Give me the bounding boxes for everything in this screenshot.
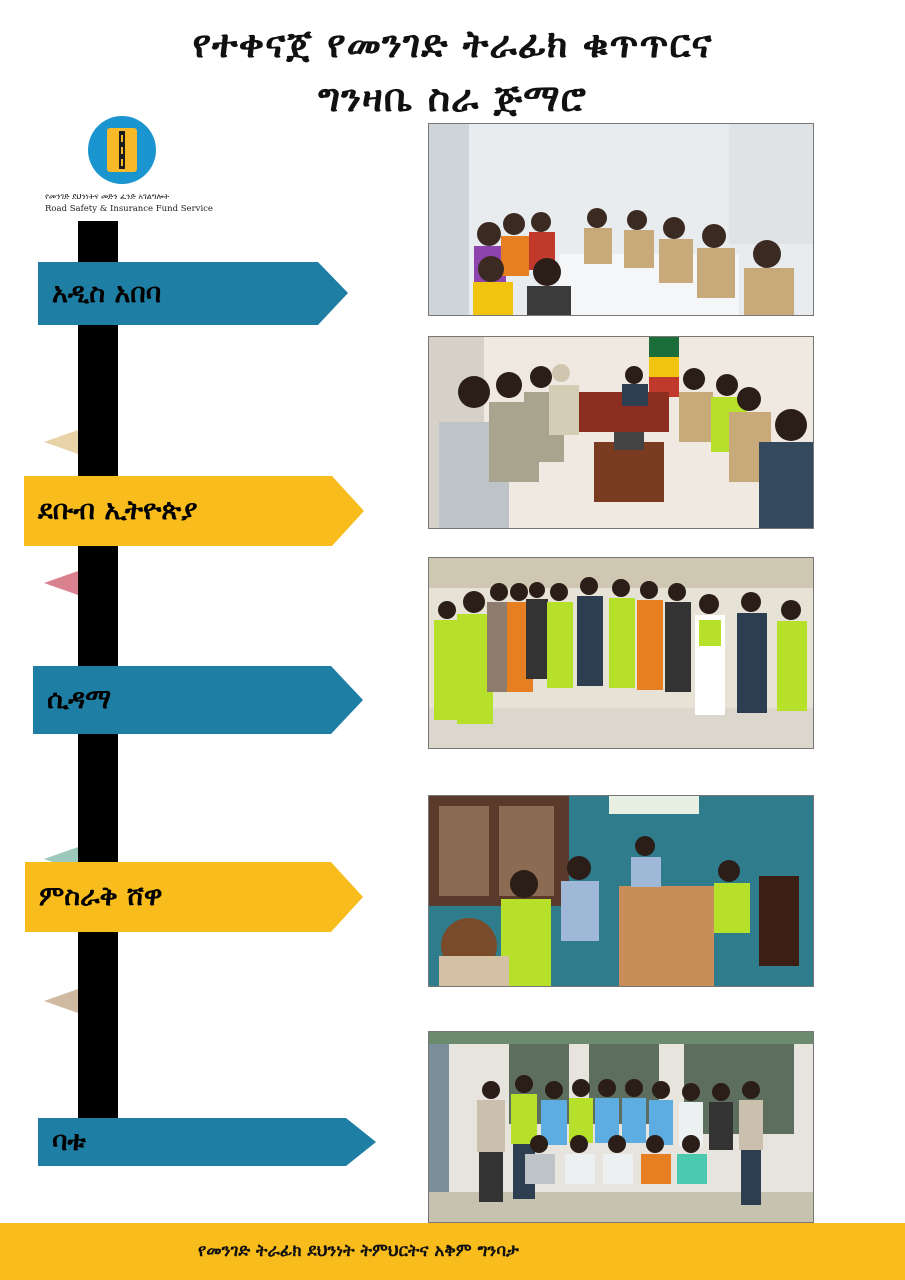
region-arrow-sidama bbox=[33, 666, 363, 734]
region-arrow-addis-ababa bbox=[38, 262, 348, 325]
page-title-line1: የተቀናጀ የመንገድ ትራፊክ ቁጥጥርና bbox=[192, 22, 713, 66]
region-label-batu: ባቱ bbox=[52, 1126, 86, 1157]
org-name-english: Road Safety & Insurance Fund Service bbox=[45, 204, 213, 214]
photo-east-shewa-office bbox=[428, 795, 814, 987]
region-arrow-batu bbox=[38, 1118, 376, 1166]
photo-batu-outdoor-group bbox=[428, 1031, 814, 1223]
region-label-sidama: ሲዳማ bbox=[47, 684, 112, 715]
decor-wedge bbox=[44, 571, 78, 595]
footer-banner: የመንገድ ትራፊክ ደህንነት ትምህርትና አቅም ግንባታ bbox=[0, 1223, 905, 1280]
region-label-addis-ababa: አዲስ አበባ bbox=[52, 277, 162, 309]
region-label-east-shewa: ምስራቅ ሸዋ bbox=[39, 881, 163, 912]
region-arrow-south-ethiopia bbox=[24, 476, 364, 546]
decor-wedge bbox=[44, 989, 78, 1013]
photo-south-ethiopia-meeting bbox=[428, 336, 814, 529]
photo-sidama-group bbox=[428, 557, 814, 749]
footer-text: የመንገድ ትራፊክ ደህንነት ትምህርትና አቅም ግንባታ bbox=[198, 1241, 519, 1261]
region-arrow-east-shewa bbox=[25, 862, 363, 932]
decor-wedge bbox=[44, 430, 78, 454]
road-safety-logo-icon bbox=[88, 116, 156, 184]
page-title-line2: ግንዛቤ ስራ ጅማሮ bbox=[318, 76, 587, 120]
region-label-south-ethiopia: ደቡብ ኢትዮጵያ bbox=[38, 495, 198, 526]
org-name-amharic: የመንገድ ደህንነትና መድን ፈንድ አገልግሎት bbox=[45, 192, 170, 201]
photo-addis-ababa-meeting bbox=[428, 123, 814, 316]
